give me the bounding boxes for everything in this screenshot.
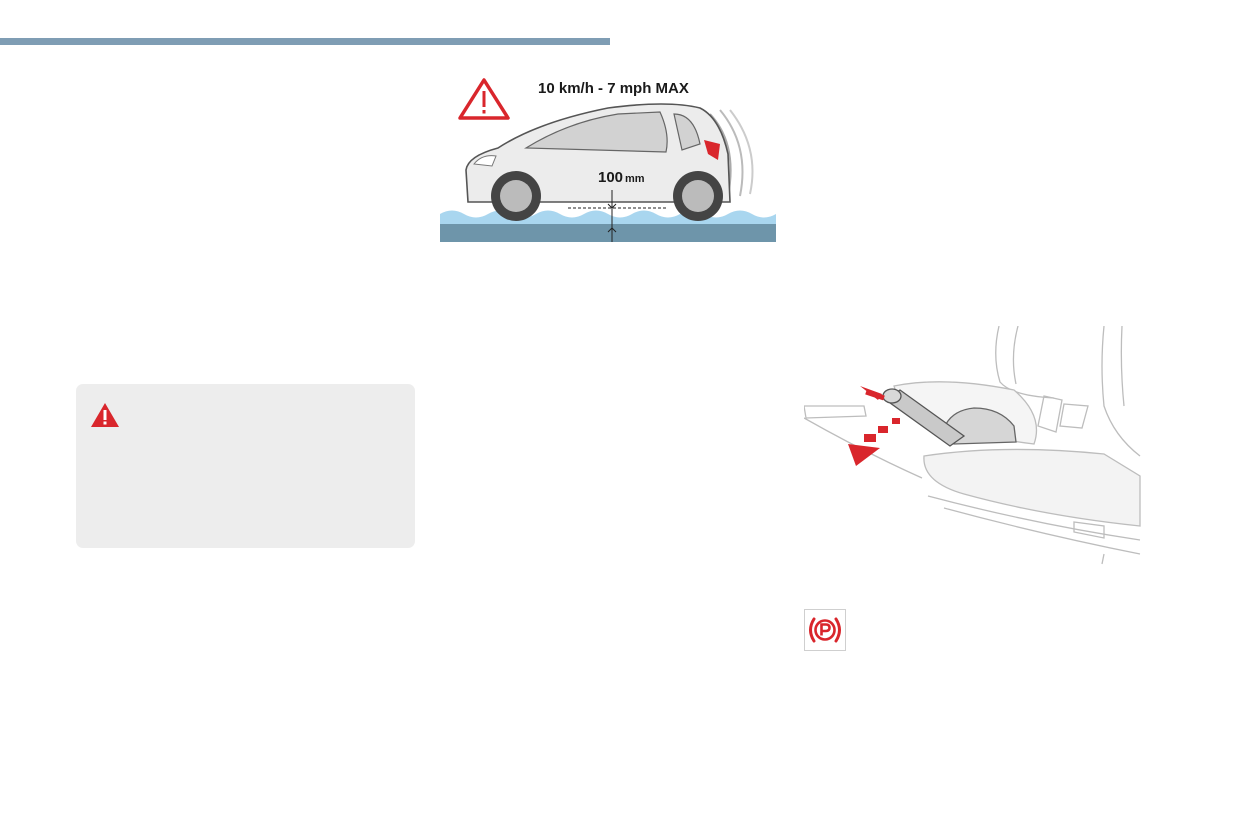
warning-triangle-icon bbox=[458, 78, 510, 120]
warning-box bbox=[76, 384, 415, 548]
depth-value: 100 bbox=[598, 169, 624, 186]
depth-unit: mm bbox=[625, 173, 645, 185]
parking-brake-icon bbox=[809, 617, 841, 643]
speed-limit-label: 10 km/h - 7 mph MAX bbox=[538, 80, 689, 97]
parking-brake-lever-illustration bbox=[803, 325, 1144, 566]
warning-triangle-icon bbox=[91, 403, 119, 427]
header-rule bbox=[0, 38, 610, 45]
parking-brake-warning-light bbox=[804, 609, 846, 651]
